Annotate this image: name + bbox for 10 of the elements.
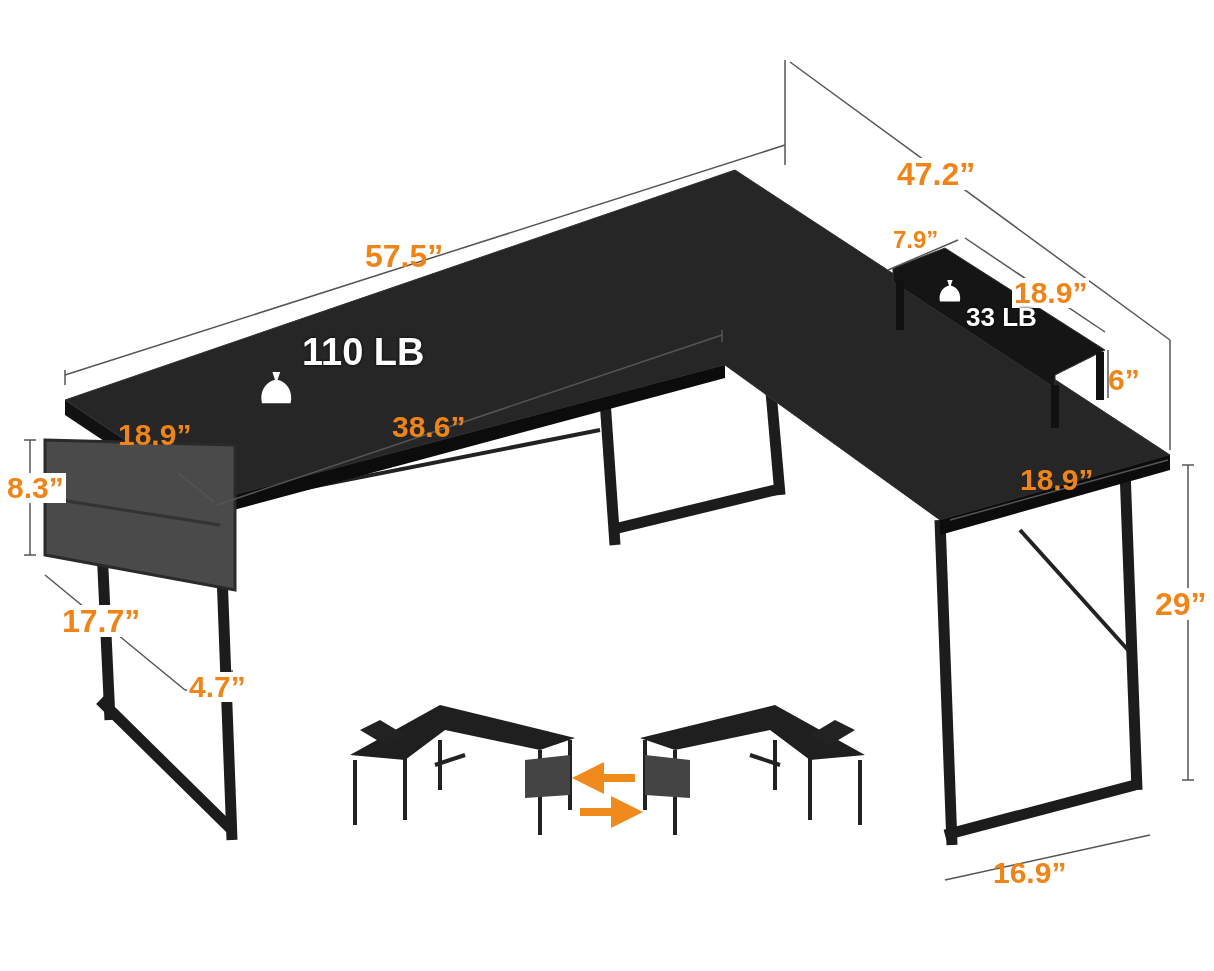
dimension-label: 6” xyxy=(1108,365,1140,395)
dimension-label: 16.9” xyxy=(993,858,1067,888)
dimension-label: 8.3” xyxy=(5,473,66,503)
dimension-label: 18.9” xyxy=(1012,278,1090,308)
weight-capacity-label: 110 LB xyxy=(302,333,425,371)
dimension-label: 38.6” xyxy=(392,412,466,442)
dimension-label: 7.9” xyxy=(893,228,939,252)
dimension-label: 57.5” xyxy=(365,240,444,272)
dimension-label: 18.9” xyxy=(1020,465,1094,495)
dimension-label: 18.9” xyxy=(118,420,192,450)
